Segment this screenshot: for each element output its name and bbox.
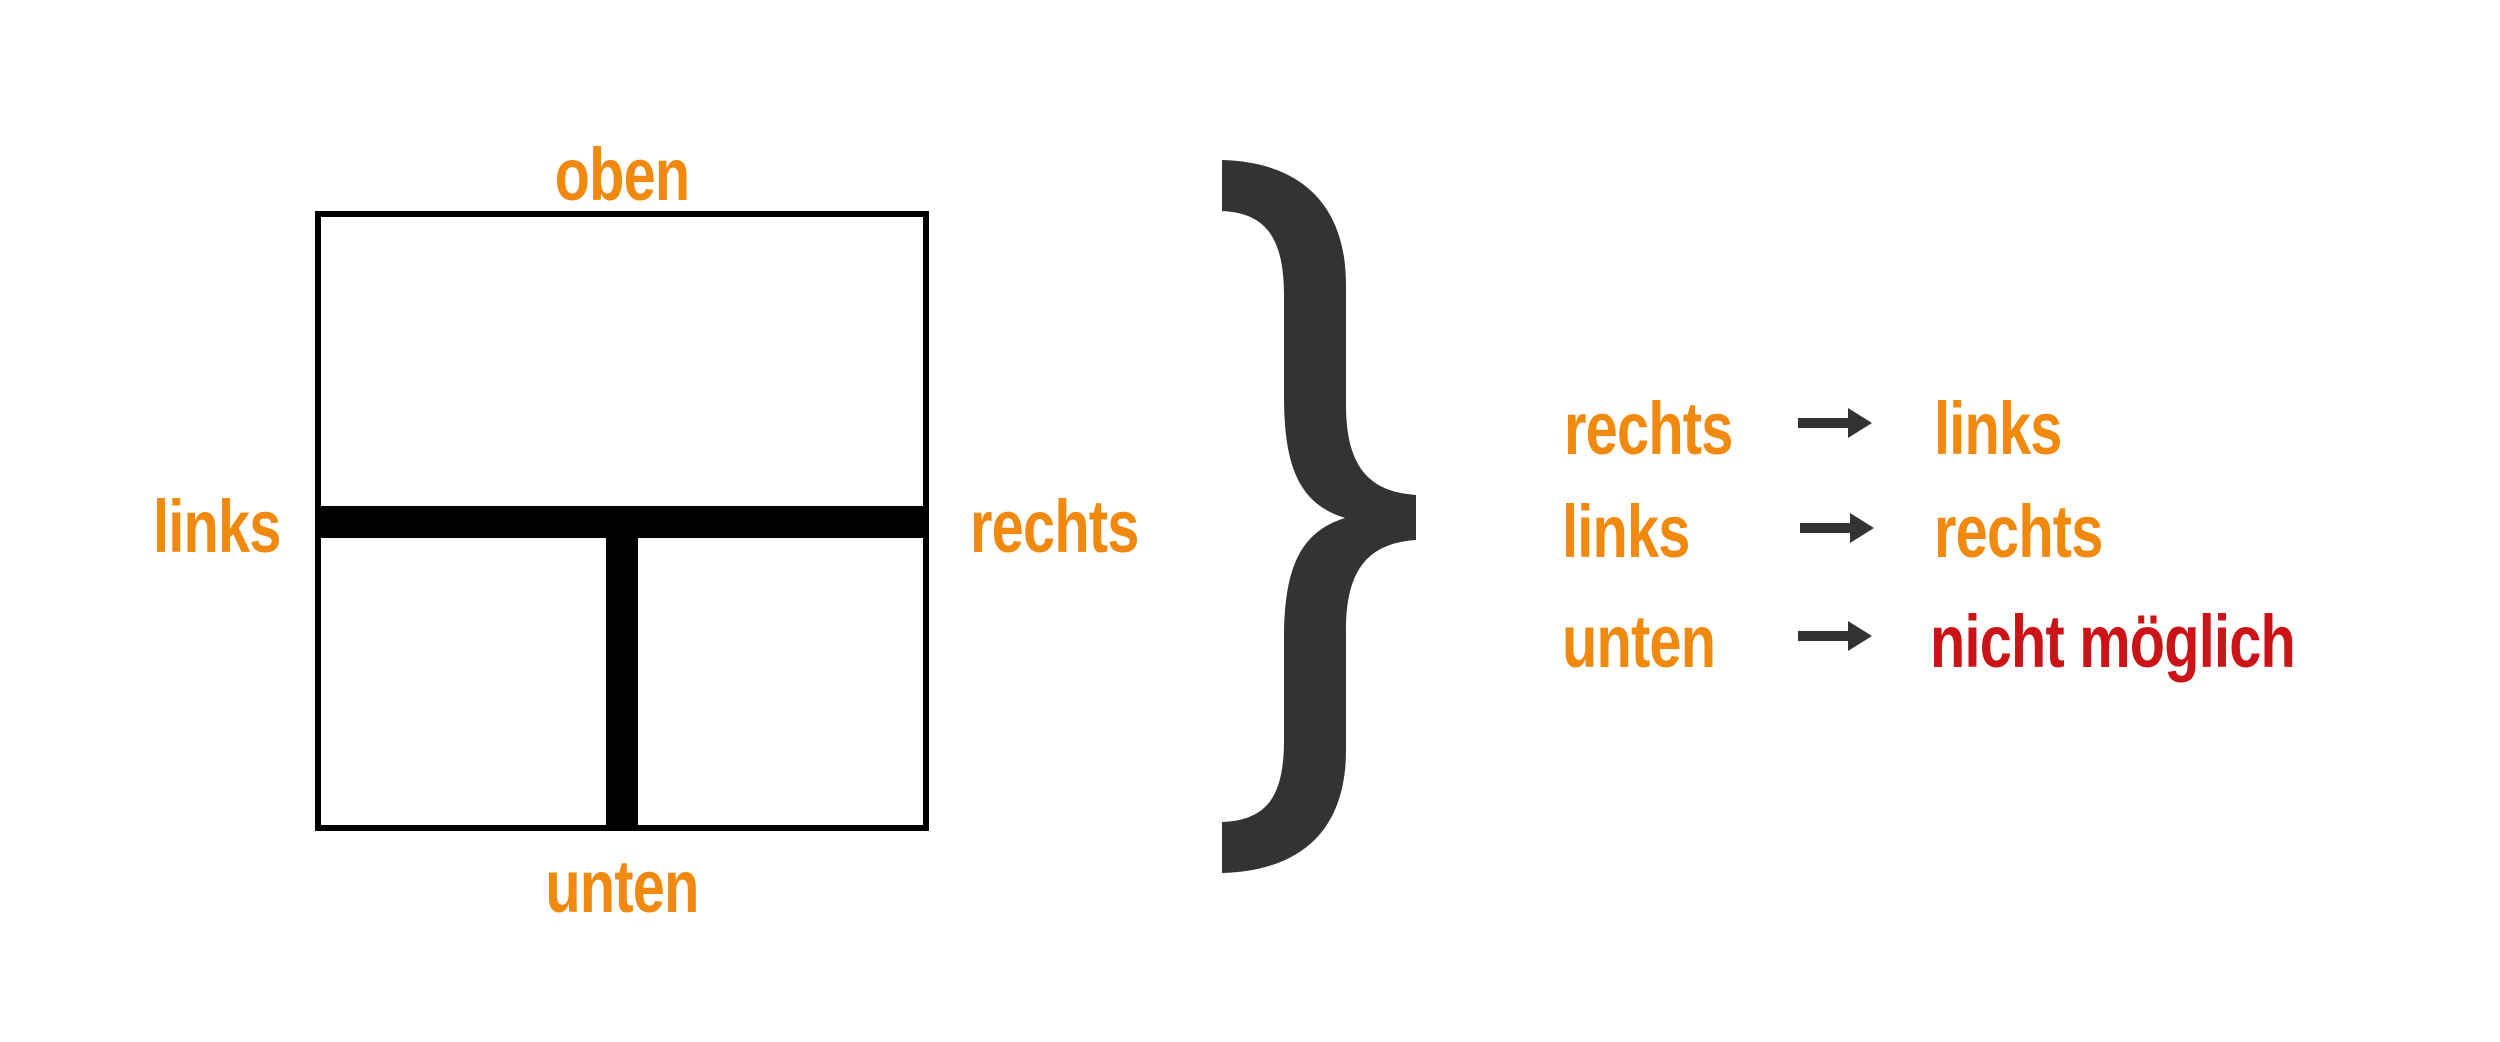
arrow-3: [1798, 621, 1872, 651]
mapping-to-1: links: [1934, 387, 2062, 470]
mapping-from-3: unten: [1562, 600, 1716, 683]
label-top: oben: [554, 133, 691, 216]
curly-brace: [1222, 160, 1416, 873]
label-left: links: [153, 485, 281, 568]
label-right: rechts: [970, 485, 1139, 568]
mapping-to-2: rechts: [1934, 490, 2103, 573]
mapping-from-1: rechts: [1564, 387, 1733, 470]
mapping-from-2: links: [1562, 490, 1690, 573]
arrow-2: [1800, 513, 1874, 543]
label-bottom: unten: [545, 845, 699, 928]
arrow-1: [1798, 408, 1872, 438]
mapping-to-3: nicht möglich: [1930, 600, 2296, 683]
vertical-divider: [606, 506, 638, 828]
